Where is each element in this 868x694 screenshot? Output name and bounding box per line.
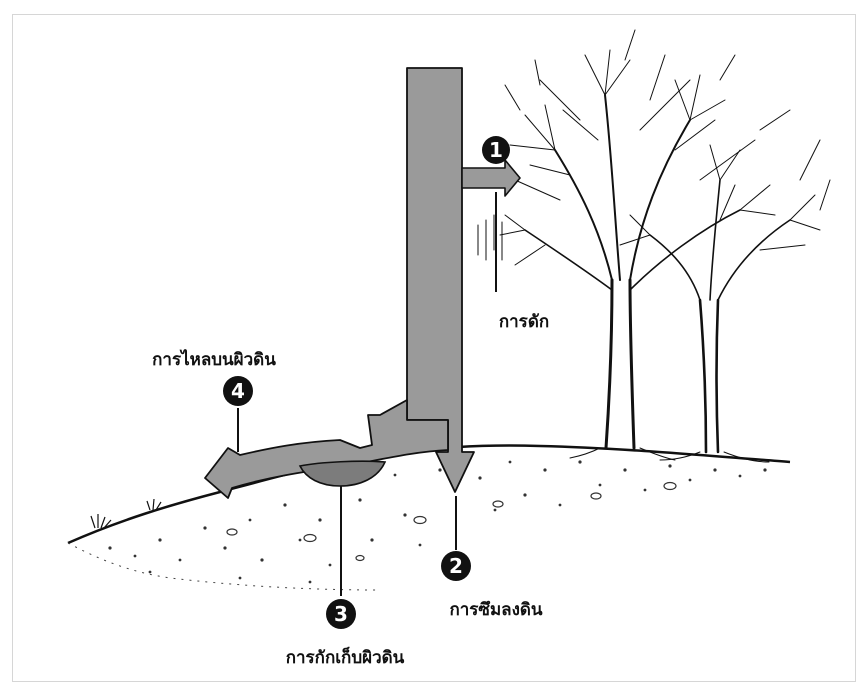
svg-text:3: 3 — [334, 602, 348, 626]
label-runoff: การไหลบนผิวดิน — [152, 349, 276, 370]
label-infiltration: การซึมลงดิน — [449, 600, 542, 620]
svg-text:1: 1 — [489, 138, 503, 162]
ground-lower-edge — [68, 543, 380, 590]
ground — [68, 445, 790, 590]
tree-large — [500, 30, 790, 460]
label-interception: การดัก — [499, 312, 549, 332]
tree-small — [620, 140, 830, 462]
marker-1: 1 — [482, 136, 510, 164]
ground-surface-line — [68, 445, 790, 543]
marker-2: 2 — [441, 551, 471, 581]
interception-arrow — [462, 160, 520, 196]
marker-4: 4 — [223, 376, 253, 406]
interception-drips — [478, 215, 502, 260]
marker-3: 3 — [326, 599, 356, 629]
label-surface-storage: การกักเก็บผิวดิน — [286, 645, 405, 668]
soil-pebbles — [227, 483, 676, 561]
grass-tufts — [91, 499, 161, 528]
trees — [478, 30, 830, 462]
svg-text:2: 2 — [449, 554, 463, 578]
surface-storage-pool — [300, 461, 385, 486]
svg-text:4: 4 — [231, 379, 245, 403]
